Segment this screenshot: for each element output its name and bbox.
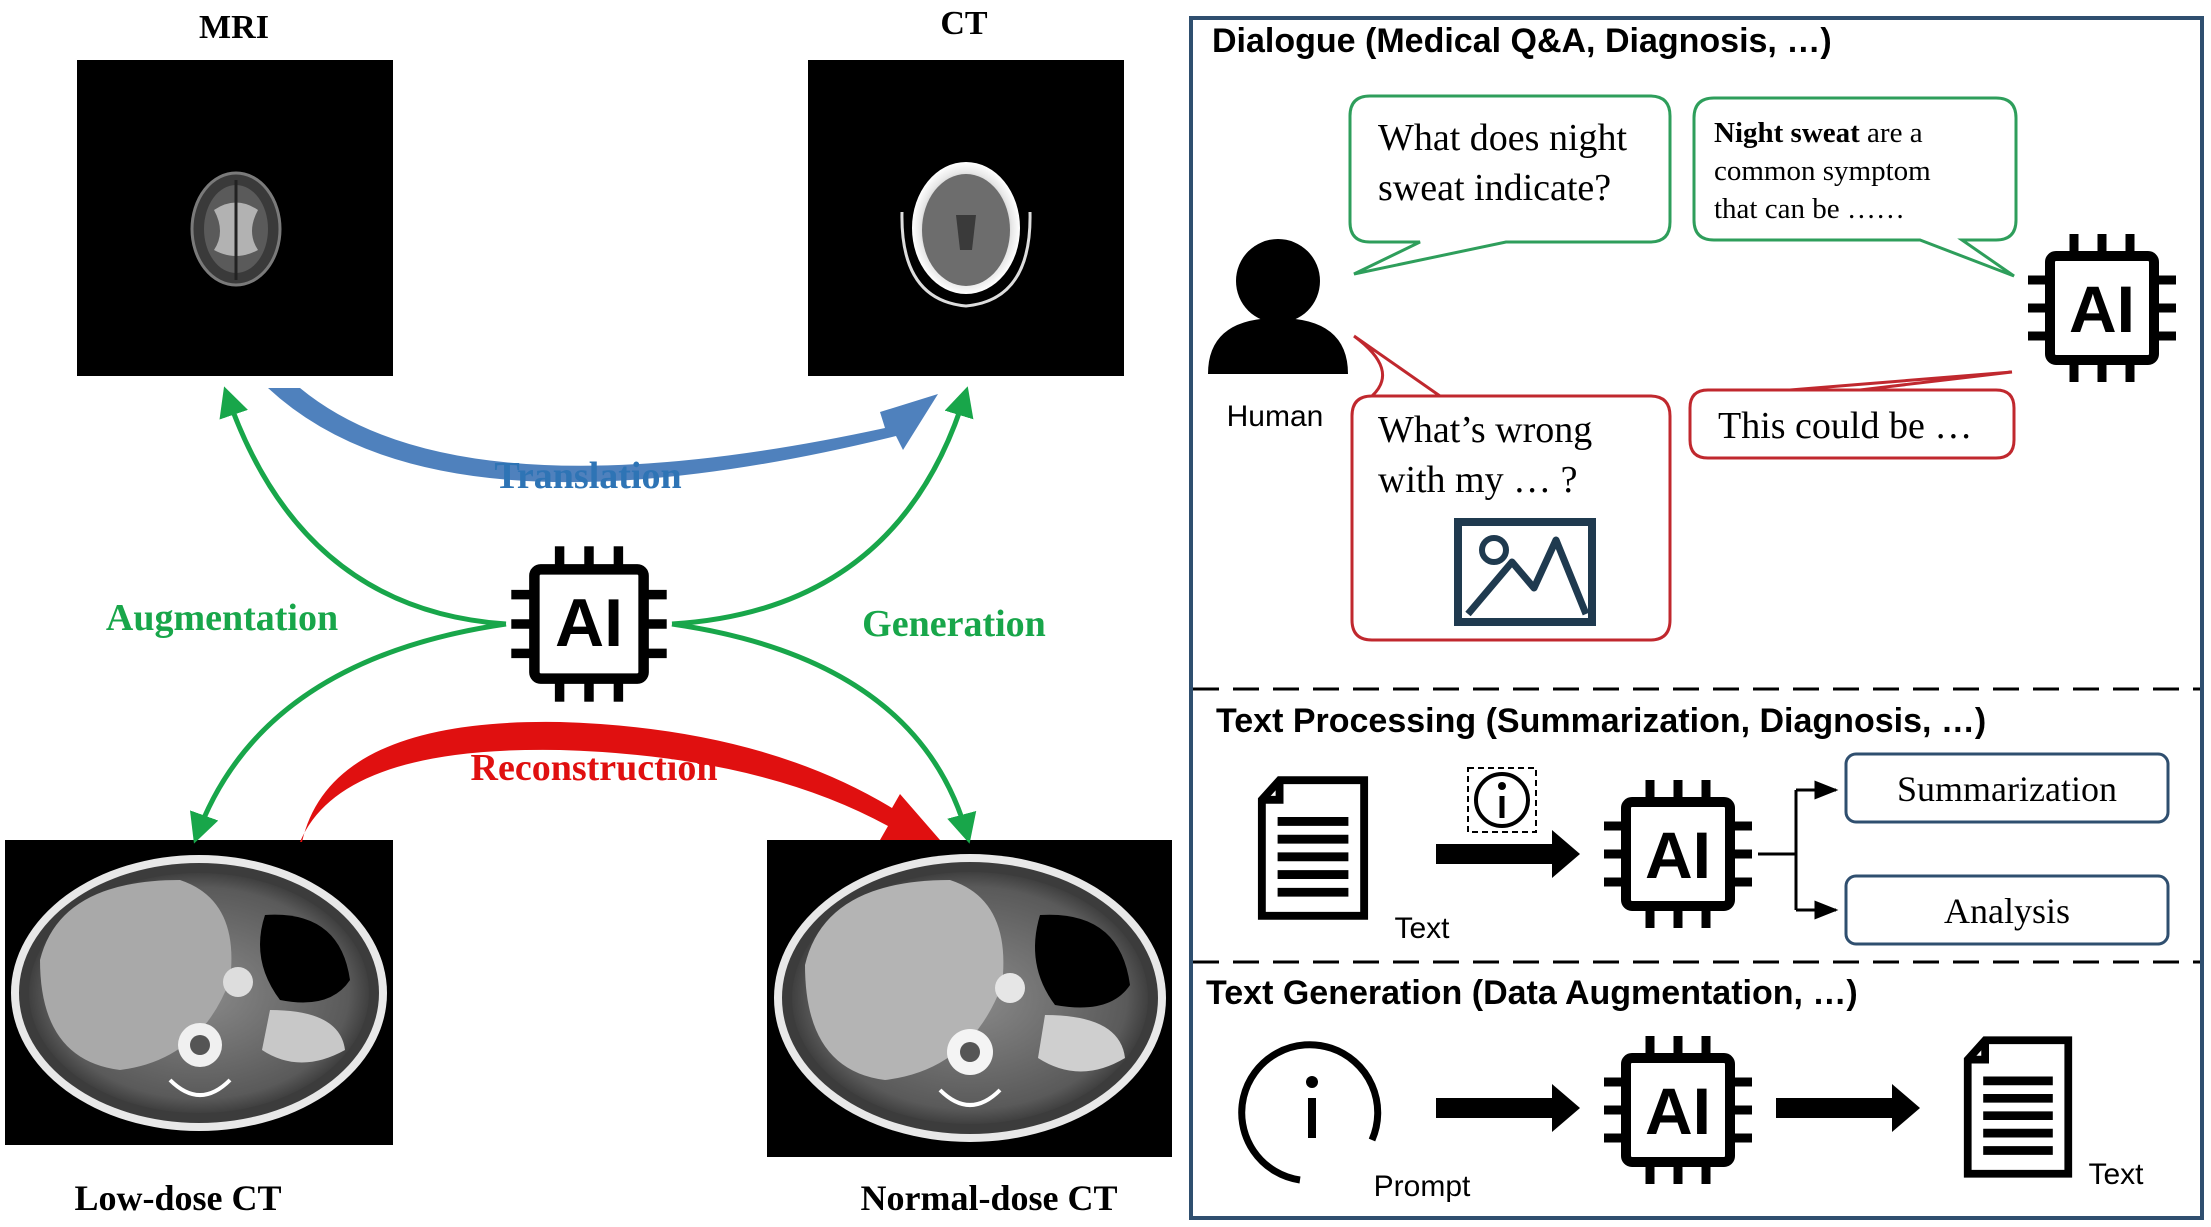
left-panel: MRI CT: [5, 5, 1172, 1218]
human-icon: [1208, 239, 1348, 374]
generation-arrow-1: [1436, 1084, 1580, 1132]
processing-ai-chip-icon: AI: [1604, 780, 1752, 928]
processing-arrow: [1436, 830, 1580, 878]
output-summarization-label: Summarization: [1897, 769, 2117, 809]
low-dose-ct-image: [5, 840, 393, 1145]
generation-arrow-2: [1776, 1084, 1920, 1132]
branch-connector: [1758, 780, 1839, 920]
text-generation-heading: Text Generation (Data Augmentation, …): [1206, 974, 1858, 1012]
question-2-bubble: What’s wrong with my … ?: [1350, 334, 1672, 642]
question-2-line1: What’s wrong: [1378, 409, 1592, 451]
answer-1-bubble: Night sweat are a common symptom that ca…: [1692, 96, 2018, 278]
output-analysis-label: Analysis: [1944, 891, 2070, 931]
generation-arrow-up: [671, 386, 974, 627]
output-document-icon: [1968, 1040, 2069, 1173]
generation-ai-chip-icon: AI: [1604, 1036, 1752, 1184]
augmentation-arrow-up: [219, 386, 507, 627]
human-label: Human: [1227, 400, 1324, 433]
mri-label: MRI: [199, 9, 269, 46]
answer-1-line1: Night sweat are a: [1714, 117, 1923, 149]
answer-1-line2: common symptom: [1714, 155, 1931, 187]
info-icon: [1467, 767, 1537, 833]
question-1-line1: What does night: [1378, 117, 1628, 159]
normal-dose-ct-label: Normal-dose CT: [861, 1178, 1118, 1218]
mri-image: [77, 60, 393, 376]
augmentation-arrow-down: [190, 621, 507, 844]
generation-ai-label: AI: [1645, 1074, 1711, 1148]
reconstruction-label: Reconstruction: [471, 747, 718, 789]
ct-label: CT: [940, 5, 988, 42]
answer-1-bold: Night sweat: [1714, 117, 1860, 149]
answer-1-rest: are a: [1860, 117, 1923, 149]
normal-dose-ct-image: [767, 840, 1172, 1157]
answer-2-bubble: This could be …: [1688, 370, 2016, 460]
text-processing-input-label: Text: [1394, 912, 1450, 945]
processing-ai-label: AI: [1645, 818, 1711, 892]
generation-output-label: Text: [2088, 1158, 2144, 1191]
document-icon: [1262, 780, 1364, 916]
image-icon: [1454, 518, 1596, 626]
translation-label: Translation: [494, 455, 681, 497]
dialogue-ai-label: AI: [2069, 272, 2135, 346]
right-panel: Dialogue (Medical Q&A, Diagnosis, …) Hum…: [1189, 16, 2204, 1220]
answer-1-line3: that can be ……: [1714, 193, 1905, 225]
dialogue-heading: Dialogue (Medical Q&A, Diagnosis, …): [1212, 22, 1832, 60]
output-analysis: Analysis: [1844, 874, 2170, 946]
text-processing-heading: Text Processing (Summarization, Diagnosi…: [1216, 702, 1986, 740]
low-dose-ct-label: Low-dose CT: [74, 1178, 281, 1218]
dialogue-ai-chip-icon: AI: [2028, 234, 2176, 382]
ct-image: [808, 60, 1124, 376]
reconstruction-arrow: [262, 721, 940, 842]
augmentation-label: Augmentation: [106, 597, 338, 639]
prompt-label: Prompt: [1374, 1170, 1471, 1203]
ai-chip-icon: AI: [511, 546, 666, 701]
translation-arrow: [268, 388, 938, 483]
generation-label: Generation: [862, 603, 1046, 645]
question-2-line2: with my … ?: [1378, 459, 1577, 501]
ai-chip-label: AI: [555, 585, 623, 661]
question-1-bubble: What does night sweat indicate?: [1348, 94, 1672, 276]
prompt-icon: [1238, 1041, 1382, 1184]
question-1-line2: sweat indicate?: [1378, 167, 1611, 209]
answer-2-text: This could be …: [1718, 405, 1972, 447]
output-summarization: Summarization: [1844, 752, 2170, 824]
generation-arrow-down: [671, 621, 977, 844]
